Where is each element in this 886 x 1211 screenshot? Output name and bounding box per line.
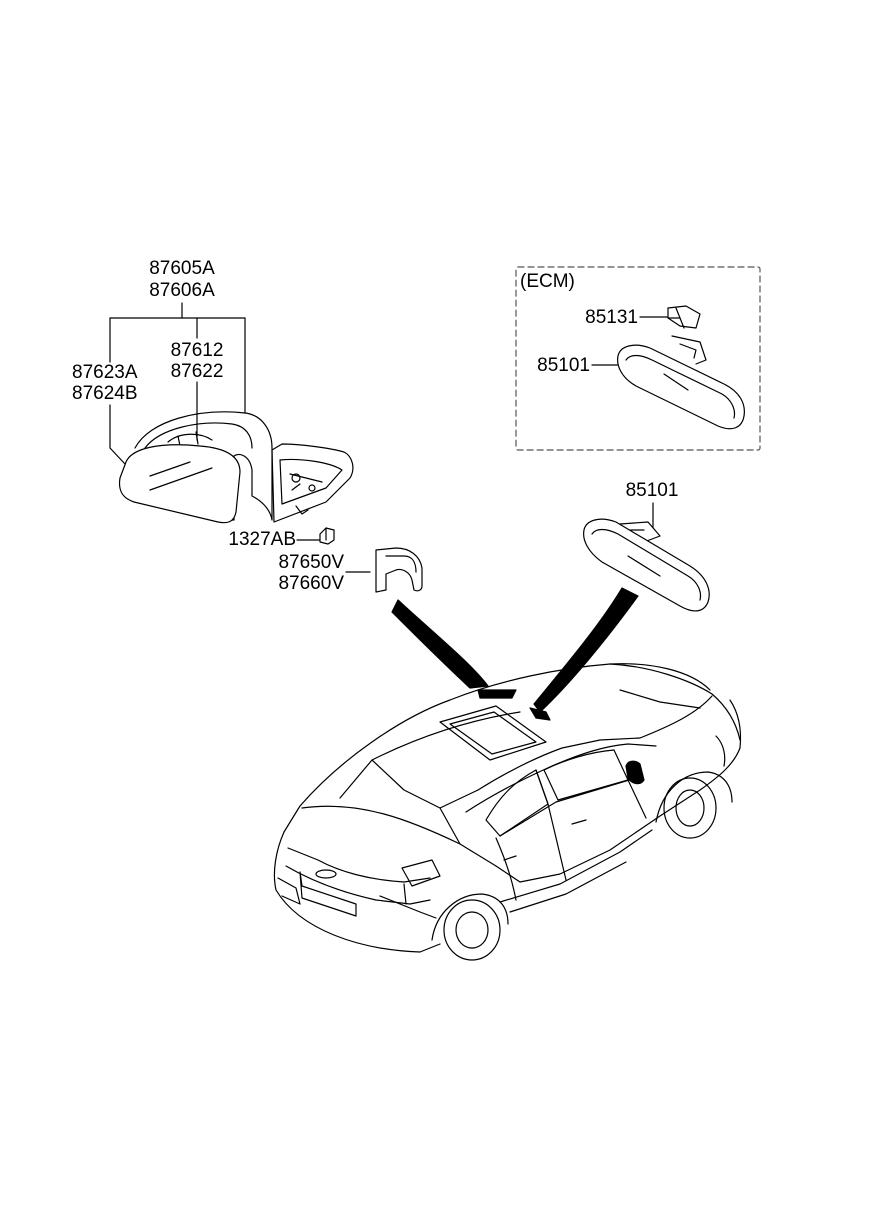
callout-wedge-right: [533, 587, 639, 713]
label-mirror-glass-2: 87624B: [72, 383, 138, 404]
ecm-dashed-box: [515, 266, 761, 451]
leader-lines-side-mirror: [109, 302, 371, 573]
car-body: [273, 663, 742, 961]
mirror-cover-part: [375, 547, 423, 593]
label-mirror-glass-1: 87623A: [72, 362, 138, 383]
label-inside-mirror: 85101: [625, 480, 679, 501]
side-mirror-glass: [118, 444, 241, 524]
ecm-box-title: (ECM): [520, 271, 575, 292]
label-ecm-mirror: 85101: [537, 355, 590, 376]
label-glass-holder-1: 87612: [170, 340, 224, 361]
ecm-rearview-mirror: [617, 335, 745, 430]
label-mirror-assembly-1: 87605A: [149, 258, 215, 279]
callout-wedge-left: [391, 599, 489, 689]
inside-rearview-mirror: [583, 518, 710, 612]
side-mirror-base: [271, 443, 354, 523]
leader-lines-ecm: [591, 316, 669, 366]
label-mirror-assembly-2: 87606A: [149, 280, 215, 301]
label-screw: 1327AB: [228, 529, 296, 550]
label-mirror-cover-2: 87660V: [278, 573, 344, 594]
screw-part: [319, 527, 335, 545]
label-mirror-cover-1: 87650V: [278, 552, 344, 573]
label-glass-holder-2: 87622: [170, 361, 224, 382]
label-ecm-cover: 85131: [585, 307, 638, 328]
ecm-cover-part: [667, 305, 701, 329]
